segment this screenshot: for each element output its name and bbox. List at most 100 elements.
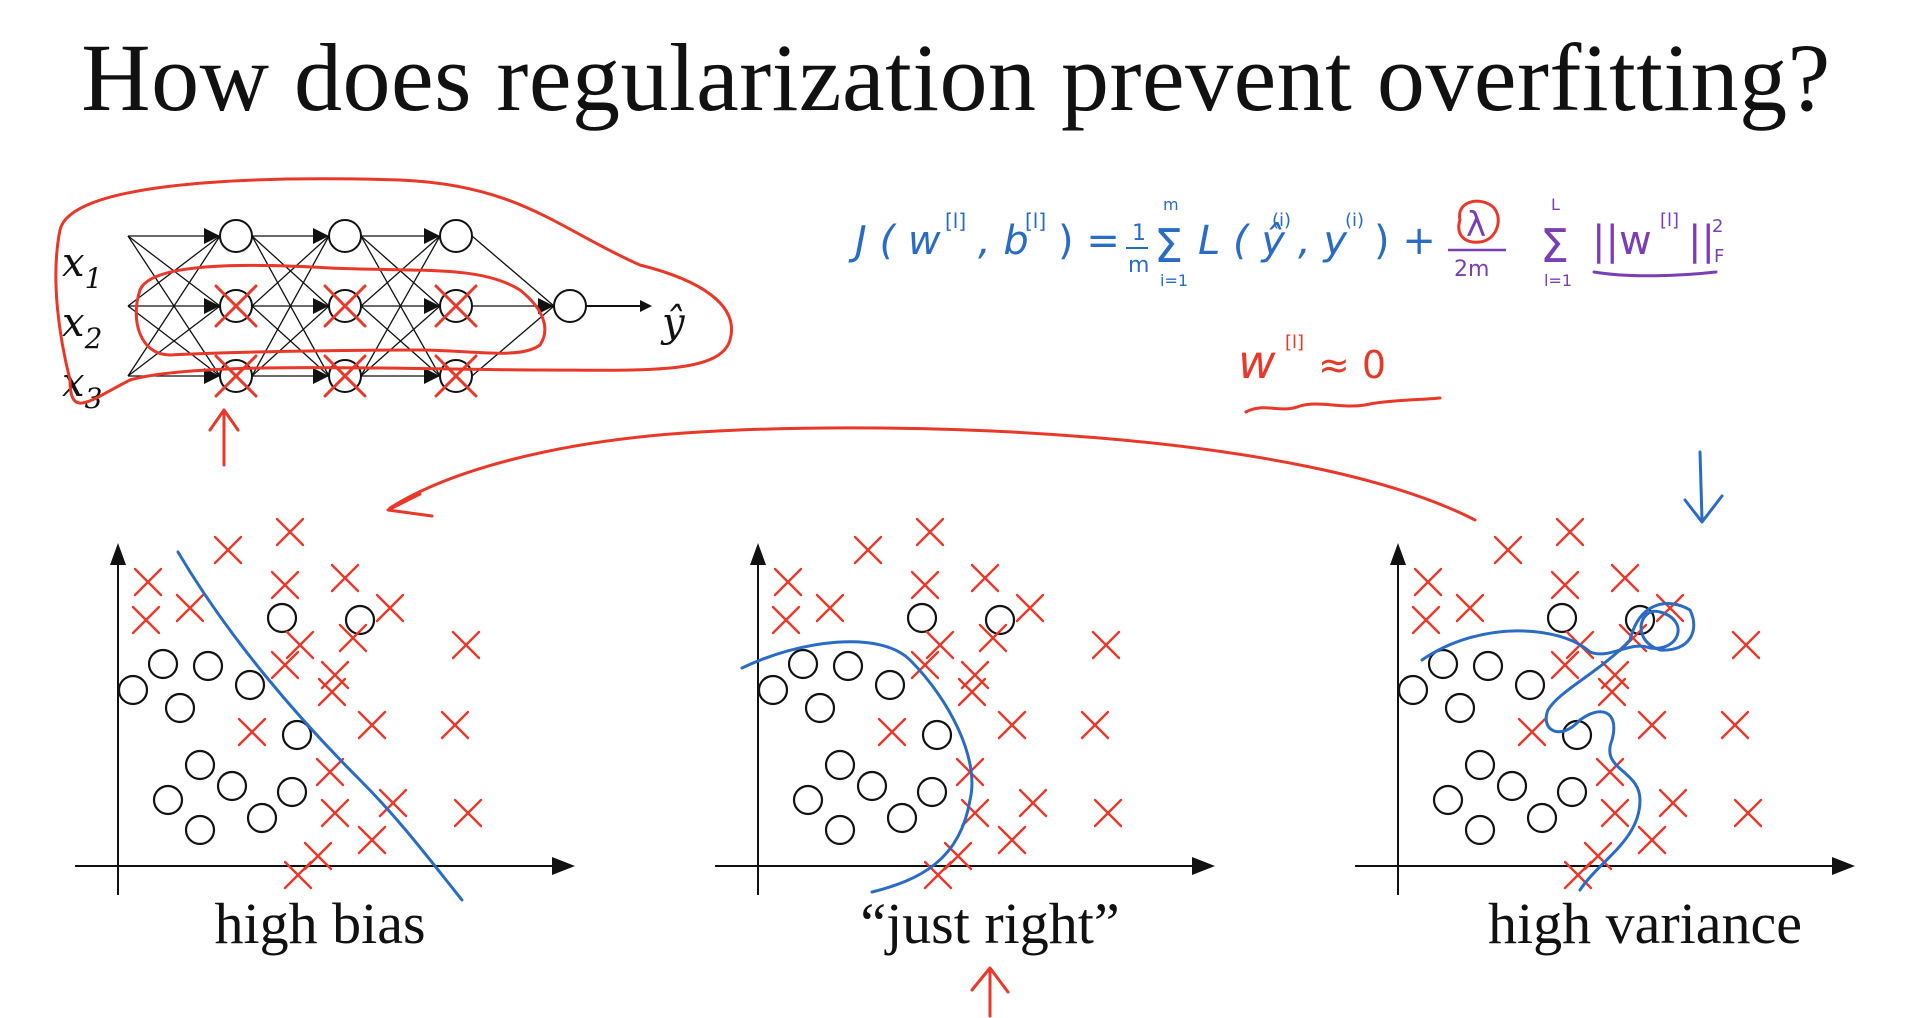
hidden-unit [439, 219, 473, 253]
class-o-point [152, 784, 184, 816]
dropped-unit-marks [214, 284, 478, 398]
slide-title: How does regularization prevent overfitt… [81, 24, 1831, 131]
class-o-point [1556, 776, 1588, 808]
class-o-point [192, 650, 224, 682]
class-x-point [237, 717, 267, 747]
class-x-point [1600, 798, 1630, 828]
class-o-point [886, 802, 918, 834]
class-x-point [1455, 593, 1485, 623]
y-axis-arrowhead [110, 543, 126, 565]
cost-loss-sup-2: (i) [1345, 210, 1364, 231]
neural-network-diagram: x1 x2 x3 ŷ [54, 177, 733, 467]
cost-norm-frobenius: F [1714, 246, 1724, 267]
class-x-point [771, 605, 801, 635]
cost-loss-y: , y [1298, 218, 1348, 264]
class-x-point [915, 517, 945, 547]
edge-arrowhead [204, 298, 220, 314]
class-x-point [1731, 630, 1761, 660]
class-o-point [147, 648, 179, 680]
dropped-unit-cross [434, 284, 478, 328]
class-x-point [923, 860, 953, 890]
class-x-point [910, 570, 940, 600]
class-x-point [451, 630, 481, 660]
class-o-point [906, 602, 938, 634]
network-edge [471, 235, 555, 307]
class-o-point [916, 776, 948, 808]
edge-arrowhead [313, 368, 329, 384]
class-x-point [978, 623, 1008, 653]
class-x-point [1720, 710, 1750, 740]
output-label: ŷ [660, 300, 686, 346]
class-x-point [1555, 517, 1585, 547]
inner-network-loop [134, 263, 547, 357]
class-o-point [792, 784, 824, 816]
cost-lambda: λ [1466, 205, 1486, 245]
weights-approx-zero-annotation: w [l] ≈ 0 [1238, 332, 1442, 414]
lambda-circle [1457, 199, 1500, 244]
cost-reg-upper: L [1551, 195, 1560, 214]
caption-just-right: “just right” [860, 891, 1120, 956]
class-o-point [184, 749, 216, 781]
class-o-point [1397, 674, 1429, 706]
cost-sum-symbol: Σ [1154, 219, 1183, 273]
cost-superscript-w: [l] [945, 209, 966, 233]
panel-high-bias [75, 517, 575, 902]
class-x-point [131, 605, 161, 635]
class-o-point [281, 719, 313, 751]
caption-high-bias: high bias [214, 891, 426, 956]
class-o-point [344, 604, 376, 636]
just-right-arrow [970, 966, 1010, 1018]
class-o-point [117, 674, 149, 706]
class-o-point [824, 814, 856, 846]
overfit-decision-boundary [1420, 602, 1696, 892]
network-edge [251, 305, 330, 377]
class-o-point [246, 802, 278, 834]
class-x-point [285, 630, 315, 660]
network-edge [127, 305, 221, 377]
network-edge [360, 235, 441, 377]
weights-w: w [1238, 335, 1276, 389]
class-x-point [1595, 757, 1625, 787]
class-x-point [213, 535, 243, 565]
class-x-point [357, 710, 387, 740]
class-x-point [1550, 650, 1580, 680]
class-x-point [1563, 860, 1593, 890]
x-axis-arrowhead [1832, 857, 1855, 875]
input-label-1: x1 [62, 240, 102, 295]
class-o-point [757, 674, 789, 706]
class-x-point [1015, 593, 1045, 623]
cost-norm-underline [1592, 270, 1718, 278]
cost-loss-term: L ( ŷ [1198, 218, 1286, 264]
cost-superscript-b: [l] [1025, 209, 1046, 233]
edge-arrowhead [424, 368, 440, 384]
cost-loss-sup-1: (i) [1272, 210, 1291, 231]
network-edge [127, 235, 221, 377]
cost-norm-square: 2 [1712, 216, 1723, 237]
edge-arrowhead [313, 228, 329, 244]
class-x-point [1493, 535, 1523, 565]
class-o-point [984, 604, 1016, 636]
hidden-unit [219, 219, 253, 253]
class-o-point [1514, 669, 1546, 701]
cost-reg-lower: l=1 [1544, 271, 1572, 290]
class-x-point [1597, 677, 1627, 707]
linear-decision-boundary [176, 550, 464, 902]
class-x-point [378, 788, 408, 818]
class-x-point [133, 567, 163, 597]
dropped-unit-cross [434, 354, 478, 398]
class-x-point [315, 757, 345, 787]
class-x-point [338, 623, 368, 653]
class-o-point [787, 648, 819, 680]
class-x-point [1610, 563, 1640, 593]
class-x-point [375, 593, 405, 623]
edge-arrowhead [424, 228, 440, 244]
class-x-point [330, 563, 360, 593]
class-x-point [1655, 593, 1685, 623]
class-x-point [320, 798, 350, 828]
cost-sum-lower: i=1 [1160, 271, 1188, 290]
class-o-point [1561, 719, 1593, 751]
class-x-point [453, 798, 483, 828]
cost-loss-close: ) + [1374, 218, 1436, 264]
class-o-point [1496, 770, 1528, 802]
